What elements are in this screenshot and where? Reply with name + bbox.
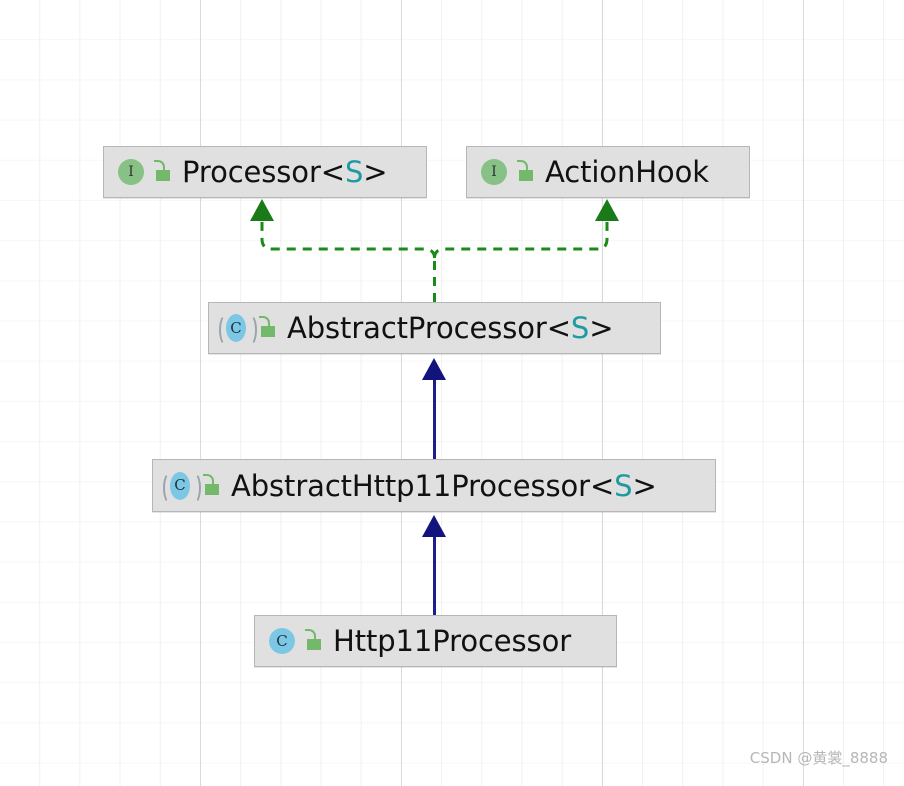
generalization-arrowhead-abstractprocessor [422,358,446,380]
uml-node-abstractprocessor[interactable]: C AbstractProcessor<S> [208,302,661,354]
watermark-text: CSDN @黄裳_8888 [749,749,888,767]
realization-arrowhead-processor [250,199,274,221]
generalization-line-abstracthttp11-to-abstractprocessor [433,380,436,460]
abstract-class-icon: C [163,469,201,504]
open-padlock-icon [201,473,223,498]
uml-node-http11processor[interactable]: C Http11Processor [254,615,617,667]
uml-node-label: AbstractProcessor<S> [287,311,614,345]
interface-icon: I [114,155,148,189]
interface-icon: I [477,155,511,189]
class-icon: C [265,624,299,658]
uml-node-label: Processor<S> [182,155,388,189]
realization-branch-processor [260,222,436,259]
uml-node-label: AbstractHttp11Processor<S> [231,468,657,503]
open-padlock-icon [257,316,279,340]
abstract-class-icon: C [219,311,257,346]
uml-node-abstracthttp11processor[interactable]: C AbstractHttp11Processor<S> [152,459,716,512]
generalization-arrowhead-abstracthttp11processor [422,515,446,537]
open-padlock-icon [303,629,325,653]
generalization-line-http11-to-abstracthttp11 [433,537,436,616]
uml-node-label: ActionHook [545,155,709,189]
realization-arrowhead-actionhook [595,199,619,221]
open-padlock-icon [152,160,174,184]
uml-node-actionhook[interactable]: I ActionHook [466,146,750,198]
realization-branch-actionhook [433,222,609,259]
open-padlock-icon [515,160,537,184]
uml-node-processor[interactable]: I Processor<S> [103,146,427,198]
uml-node-label: Http11Processor [333,624,572,658]
